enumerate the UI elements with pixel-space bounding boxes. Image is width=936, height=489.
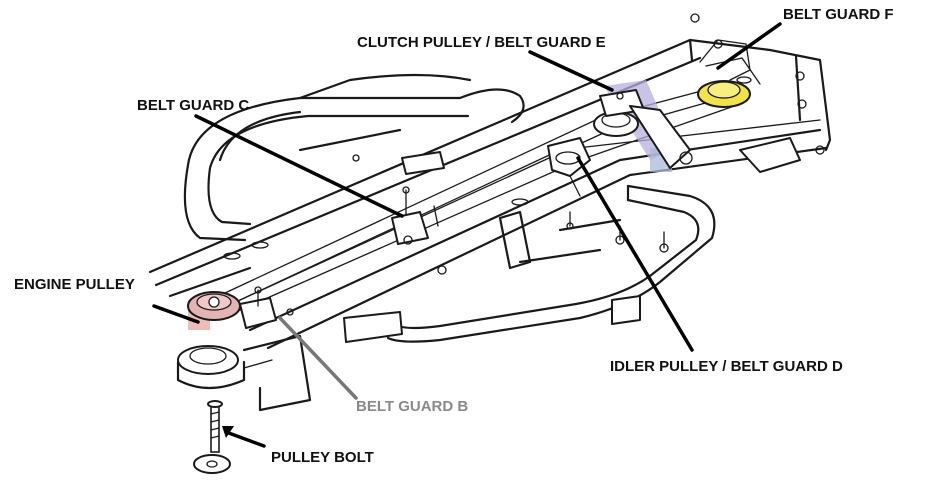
label-belt-guard-f: BELT GUARD F	[783, 6, 894, 23]
leader-belt-guard-b	[278, 316, 358, 400]
belt-guard-f-part	[690, 13, 825, 155]
right-tube-frame	[343, 184, 716, 343]
labels: BELT GUARD F CLUTCH PULLEY / BELT GUARD …	[14, 6, 894, 466]
leader-belt-guard-c	[194, 114, 404, 218]
chassis-rails	[148, 38, 832, 350]
label-idler-pulley: IDLER PULLEY / BELT GUARD D	[610, 358, 843, 375]
left-tube-frame	[183, 73, 525, 242]
pulley-bolt-arrowhead	[222, 426, 234, 438]
clutch-pulley-part	[593, 80, 693, 172]
label-belt-guard-c: BELT GUARD C	[137, 97, 249, 114]
fasteners	[286, 154, 669, 316]
leader-pulley-bolt	[224, 430, 266, 448]
leader-belt-guard-f	[716, 22, 782, 70]
leader-idler-pulley	[576, 156, 694, 352]
leader-clutch-pulley	[528, 50, 614, 92]
label-engine-pulley: ENGINE PULLEY	[14, 276, 135, 293]
leader-engine-pulley	[152, 304, 200, 324]
label-belt-guard-b: BELT GUARD B	[356, 398, 468, 415]
pulley-bolt-part	[193, 400, 231, 474]
engine-pulley-part	[176, 286, 312, 412]
leader-lines	[152, 22, 782, 448]
label-clutch-pulley: CLUTCH PULLEY / BELT GUARD E	[357, 34, 606, 51]
belt-guard-c-part	[391, 186, 439, 245]
label-pulley-bolt: PULLEY BOLT	[271, 449, 374, 466]
